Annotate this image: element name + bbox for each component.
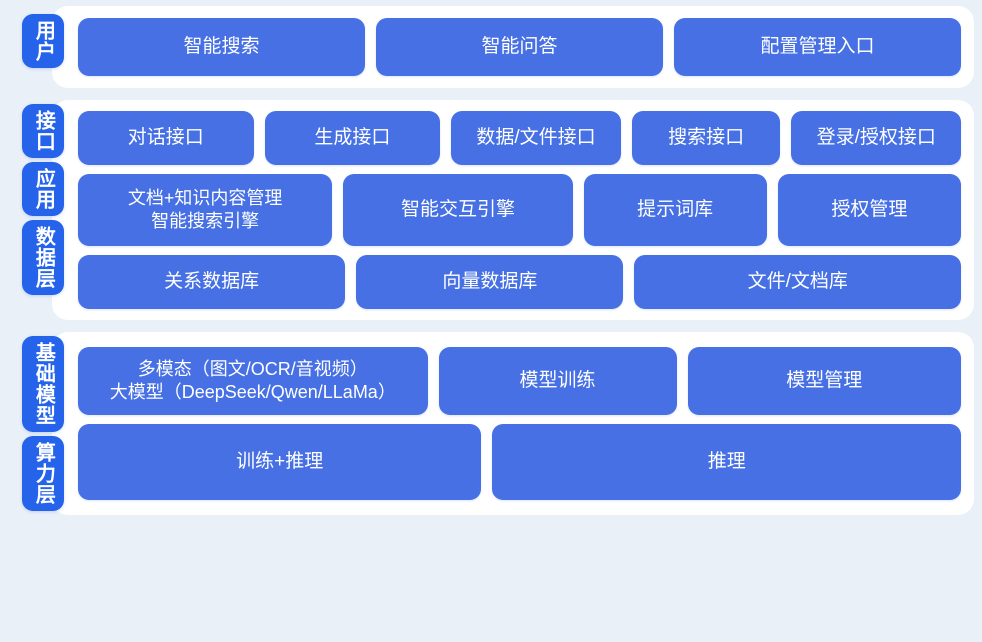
layer-label-column: 用户 [8, 6, 64, 88]
layer-label[interactable]: 用户 [22, 14, 64, 68]
section-middle-section: 接口应用数据层对话接口生成接口数据/文件接口搜索接口登录/授权接口文档+知识内容… [8, 100, 974, 320]
capability-card[interactable]: 推理 [492, 424, 961, 500]
section-user-section: 用户智能搜索智能问答配置管理入口 [8, 6, 974, 88]
layer-panel: 智能搜索智能问答配置管理入口 [52, 6, 974, 88]
row-interface-row: 对话接口生成接口数据/文件接口搜索接口登录/授权接口 [78, 111, 961, 165]
capability-card[interactable]: 配置管理入口 [674, 18, 961, 76]
capability-card[interactable]: 智能交互引擎 [343, 174, 573, 246]
layer-panel: 多模态（图文/OCR/音视频） 大模型（DeepSeek/Qwen/LLaMa）… [52, 332, 974, 515]
row-data-row: 关系数据库向量数据库文件/文档库 [78, 255, 961, 309]
capability-card[interactable]: 授权管理 [777, 174, 961, 246]
capability-card[interactable]: 多模态（图文/OCR/音视频） 大模型（DeepSeek/Qwen/LLaMa） [78, 347, 428, 415]
capability-card[interactable]: 向量数据库 [356, 255, 624, 309]
capability-card[interactable]: 登录/授权接口 [791, 111, 961, 165]
section-base-section: 基础模型算力层多模态（图文/OCR/音视频） 大模型（DeepSeek/Qwen… [8, 332, 974, 515]
row-compute-row: 训练+推理推理 [78, 424, 961, 500]
capability-card[interactable]: 对话接口 [78, 111, 254, 165]
layer-label-column: 接口应用数据层 [8, 100, 64, 320]
layer-panel: 对话接口生成接口数据/文件接口搜索接口登录/授权接口文档+知识内容管理 智能搜索… [52, 100, 974, 320]
row-application-row: 文档+知识内容管理 智能搜索引擎智能交互引擎提示词库授权管理 [78, 174, 961, 246]
layer-label[interactable]: 接口 [22, 104, 64, 158]
layer-label[interactable]: 数据层 [22, 220, 64, 295]
capability-card[interactable]: 模型管理 [687, 347, 962, 415]
layer-label[interactable]: 基础模型 [22, 336, 64, 432]
capability-card[interactable]: 文档+知识内容管理 智能搜索引擎 [78, 174, 333, 246]
capability-card[interactable]: 智能问答 [376, 18, 663, 76]
capability-card[interactable]: 智能搜索 [78, 18, 365, 76]
capability-card[interactable]: 关系数据库 [78, 255, 346, 309]
capability-card[interactable]: 提示词库 [583, 174, 767, 246]
capability-card[interactable]: 搜索接口 [631, 111, 781, 165]
capability-card[interactable]: 模型训练 [438, 347, 677, 415]
capability-card[interactable]: 数据/文件接口 [451, 111, 621, 165]
capability-card[interactable]: 文件/文档库 [634, 255, 961, 309]
layer-label-column: 基础模型算力层 [8, 332, 64, 515]
layer-label[interactable]: 算力层 [22, 436, 64, 511]
layer-label[interactable]: 应用 [22, 162, 64, 216]
capability-card[interactable]: 训练+推理 [78, 424, 482, 500]
row-user-row: 智能搜索智能问答配置管理入口 [78, 18, 961, 76]
capability-card[interactable]: 生成接口 [264, 111, 441, 165]
row-model-row: 多模态（图文/OCR/音视频） 大模型（DeepSeek/Qwen/LLaMa）… [78, 347, 962, 415]
